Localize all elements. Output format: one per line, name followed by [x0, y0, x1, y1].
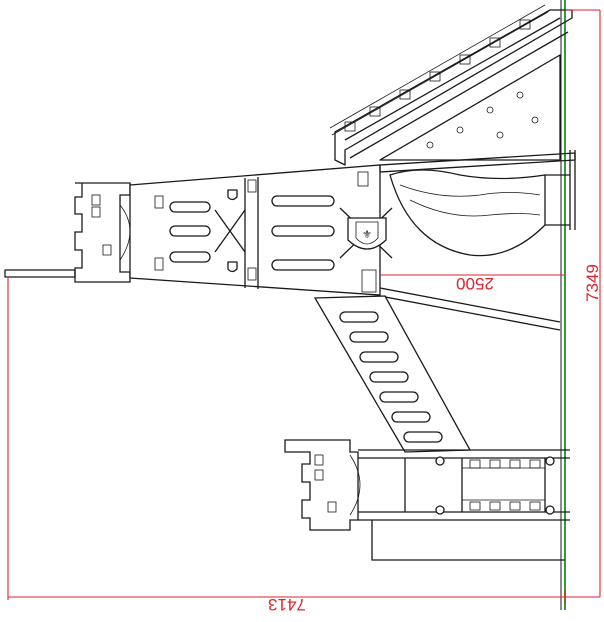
- dimension-height-label: 7349: [583, 264, 602, 302]
- bridge-deck: [129, 164, 381, 296]
- left-tower: [74, 182, 131, 283]
- left-ledge: [4, 269, 76, 278]
- svg-text:⚜: ⚜: [362, 228, 372, 241]
- dimension-overall-height: [565, 9, 601, 598]
- dimension-inner-label: 2500: [456, 274, 494, 293]
- crossed-swords-icon: [214, 189, 246, 273]
- slide: [379, 150, 576, 257]
- shield-emblem-icon: ⚜: [339, 207, 393, 259]
- lower-deck: [358, 449, 570, 561]
- dimension-width-label: 7413: [268, 595, 306, 614]
- upper-rampart: [329, 4, 573, 166]
- lower-tower: [284, 439, 361, 531]
- side-rail: [379, 287, 561, 331]
- climbing-ramp: [313, 295, 472, 453]
